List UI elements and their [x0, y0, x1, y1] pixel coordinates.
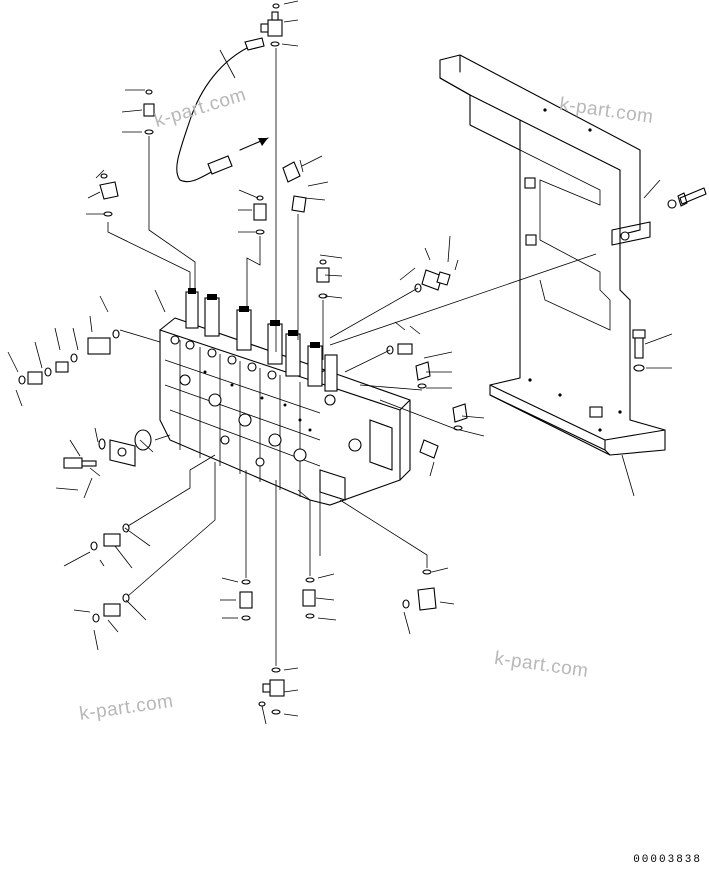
fitting-bottom-tee: [258, 667, 285, 715]
fitting-lower-right-elbow: [402, 569, 437, 611]
mounting-bracket: [439, 54, 666, 456]
connection-lines: [107, 48, 597, 666]
sensor-fitting: [414, 269, 451, 293]
fitting-lower-left: [90, 523, 130, 623]
pilot-hose: [176, 37, 269, 183]
drawing-number: 00003838: [633, 854, 702, 866]
fitting-center-right: [316, 259, 330, 299]
flange-left: [63, 429, 152, 469]
bracket-bolt-upper: [667, 187, 707, 209]
fitting-center-upper: [253, 161, 307, 235]
control-valve-block: [159, 288, 411, 506]
fitting-elbow-upper-left: [143, 89, 155, 135]
fitting-right-mid: [386, 343, 431, 389]
bracket-bolt-lower: [632, 329, 646, 372]
fitting-elbow-left: [99, 173, 119, 217]
callout-leaders: [7, 0, 673, 725]
fitting-left-group: [18, 329, 120, 385]
fitting-lower-center: [239, 577, 316, 621]
fitting-top-tee: [260, 3, 283, 47]
fitting-right-lower: [419, 403, 468, 459]
